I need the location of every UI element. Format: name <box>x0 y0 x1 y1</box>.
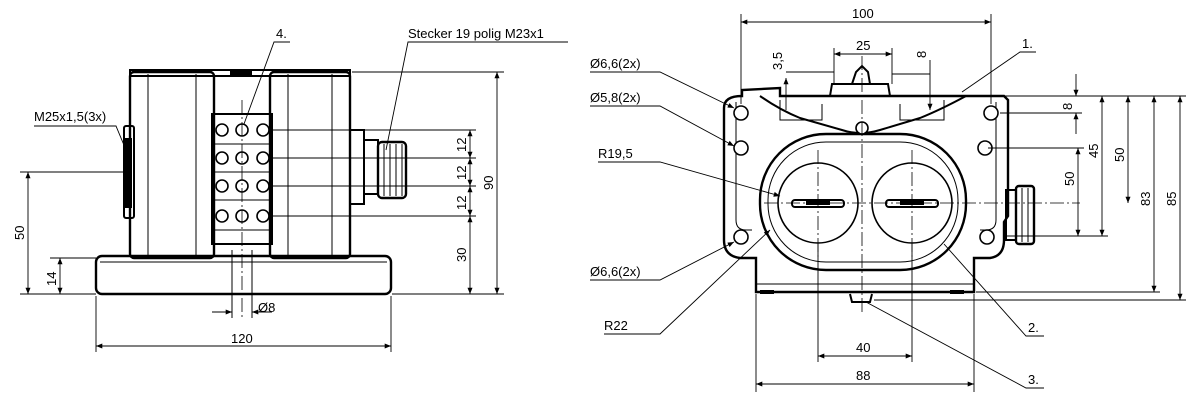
label-r195: R19,5 <box>598 146 633 161</box>
bottom-nub <box>849 293 873 303</box>
dim-88: 88 <box>856 368 870 383</box>
dim-50-left: 50 <box>12 226 27 240</box>
dim-85: 85 <box>1164 192 1179 206</box>
dim-83: 83 <box>1138 192 1153 206</box>
callout-4: 4. <box>276 26 287 41</box>
actuator-lever <box>829 83 891 97</box>
dim-14: 14 <box>44 272 59 286</box>
right-housing <box>268 70 352 260</box>
dim-50-gland: 50 <box>1062 172 1077 186</box>
m25-label: M25x1,5(3x) <box>34 109 106 124</box>
dim-120: 120 <box>231 331 253 346</box>
dim-8-top: 8 <box>914 51 929 58</box>
dim-25: 25 <box>856 38 870 53</box>
dim-12-c: 12 <box>454 196 469 210</box>
dim-90: 90 <box>481 176 496 190</box>
dim-12-b: 12 <box>454 166 469 180</box>
left-housing <box>128 70 216 260</box>
mount-hole-tl <box>733 105 749 121</box>
callout-3: 3. <box>1028 372 1039 387</box>
dim-8-right: 8 <box>1060 103 1075 110</box>
cable-gland-right <box>349 129 365 205</box>
callout-2: 2. <box>1028 320 1039 335</box>
dim-3-5: 3,5 <box>770 52 785 70</box>
dim-phi8: Ø8 <box>258 300 275 315</box>
label-r22: R22 <box>604 318 628 333</box>
callout-1: 1. <box>1022 36 1033 51</box>
terminal-holes <box>212 123 272 231</box>
side-gland <box>1005 184 1036 246</box>
mount-hole-ml <box>733 140 749 156</box>
mount-hole-tr <box>983 105 999 121</box>
label-phi58: Ø5,8(2x) <box>590 90 641 105</box>
mount-hole-br <box>979 229 995 245</box>
dim-12-a: 12 <box>454 138 469 152</box>
stecker-label: Stecker 19 polig M23x1 <box>408 26 544 41</box>
m23-connector <box>376 140 408 200</box>
front-view: 100 25 3,5 8 8 45 50 50 8 <box>590 6 1186 392</box>
label-phi66-bottom: Ø6,6(2x) <box>590 264 641 279</box>
base-plate <box>94 254 393 296</box>
side-view: 4. Stecker 19 polig M23x1 M25x1,5(3x) Ø8… <box>12 26 568 352</box>
dim-45: 45 <box>1086 144 1101 158</box>
dim-100: 100 <box>852 6 874 21</box>
label-phi66-top: Ø6,6(2x) <box>590 56 641 71</box>
dim-30: 30 <box>454 248 469 262</box>
dim-50-right: 50 <box>1112 148 1127 162</box>
mount-hole-bl <box>733 229 749 245</box>
dim-40: 40 <box>856 340 870 355</box>
